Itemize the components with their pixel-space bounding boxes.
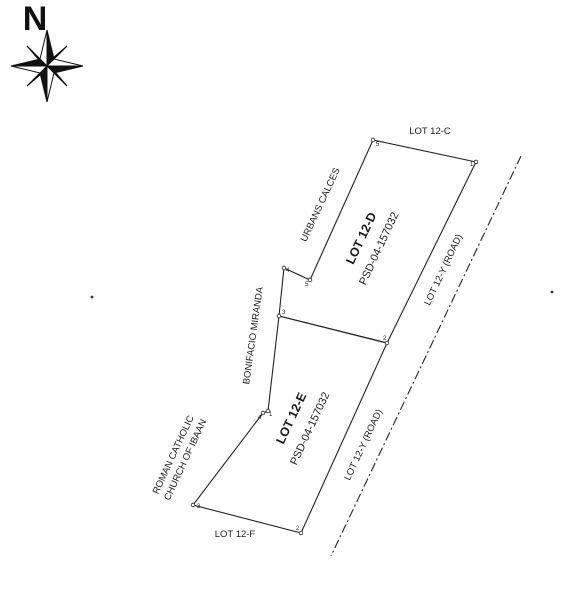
road-label-lower: LOT 12-Y (ROAD)	[342, 408, 385, 483]
adjoining-lot-12-c: LOT 12-C	[409, 126, 451, 137]
corner-label-d5: 5	[376, 142, 380, 148]
owner-bonifacio-miranda: BONIFACIO MIRANDA	[241, 286, 266, 385]
north-label: N	[23, 0, 48, 38]
corner-label-e5: 5	[305, 282, 309, 288]
corner-markers	[190, 137, 479, 536]
adjoining-lot-12-f: LOT 12-F	[215, 529, 256, 540]
scan-speck	[550, 290, 554, 294]
corner-label-e1: 1	[269, 412, 273, 418]
corner-label-d3: 3	[282, 310, 286, 316]
corner-label-d2: 2	[383, 336, 387, 342]
corner-label-e2: 2	[296, 526, 300, 532]
corner-label-d4: 4	[286, 268, 290, 274]
road-label-upper: LOT 12-Y (ROAD)	[422, 233, 465, 308]
corner-label-d1: 1	[470, 162, 474, 168]
road-centerline	[330, 155, 522, 557]
owner-urbans-calces: URBANS CALCES	[299, 166, 343, 243]
corner-label-e3: 3	[197, 504, 201, 510]
church-label: ROMAN CATHOLIC CHURCH OF IBAAN	[151, 414, 210, 502]
scan-speck	[90, 295, 94, 299]
corner-label-e4: 4	[258, 415, 262, 421]
north-arrow-icon: N	[10, 0, 84, 103]
corner-numbers: 5 1 2 3 4 5 2 3 4 1	[197, 142, 474, 532]
